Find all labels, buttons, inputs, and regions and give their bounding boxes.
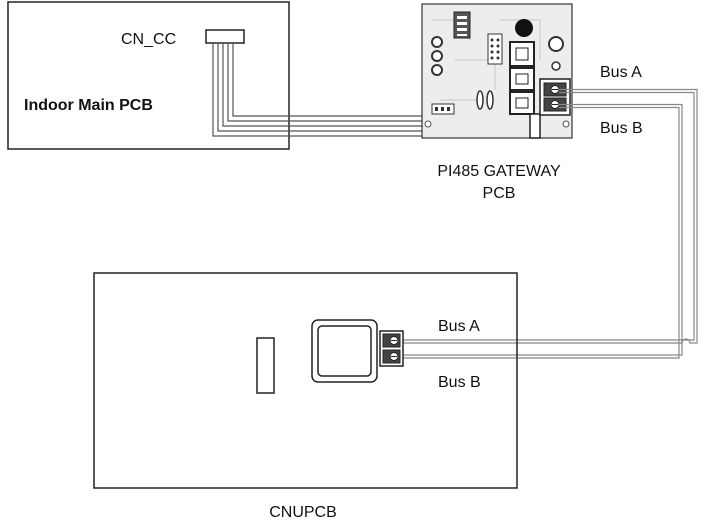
gateway-input-connector — [529, 113, 541, 139]
cn-cc-label: CN_CC — [121, 31, 176, 48]
ic-chip — [509, 41, 535, 67]
capacitor — [551, 61, 561, 71]
cnu-component-bar — [256, 337, 275, 394]
bus-wire-pair — [403, 88, 698, 359]
ic-chip — [509, 67, 535, 91]
led-component — [431, 36, 443, 48]
pi485-gateway-pcb — [421, 3, 573, 139]
cnu-bus-a-label: Bus A — [438, 318, 480, 335]
gateway-pcb-label-line2: PCB — [483, 185, 516, 202]
led-component — [431, 50, 443, 62]
cnu-chip-inner — [317, 325, 372, 377]
ic-chip — [509, 91, 535, 115]
indoor-main-pcb-label: Indoor Main PCB — [24, 97, 153, 114]
capacitor — [548, 36, 564, 52]
cn-cc-connector — [205, 29, 245, 44]
indoor-main-pcb-outline — [7, 1, 290, 150]
cnu-pcb — [93, 272, 518, 489]
gateway-pcb-label: PI485 GATEWAY — [437, 163, 561, 180]
gateway-pcb-board — [421, 3, 573, 139]
gateway-bus-a-label: Bus A — [600, 64, 642, 81]
indoor-main-pcb: Indoor Main PCB CN_CC — [7, 1, 290, 150]
cnu-pcb-outline — [93, 272, 518, 489]
led-component — [431, 64, 443, 76]
cnu-bus-b-label: Bus B — [438, 374, 481, 391]
cnu-pcb-label: CNUPCB — [269, 504, 337, 521]
crystal-component — [515, 19, 533, 37]
pin-header — [487, 33, 503, 65]
gateway-bus-b-label: Bus B — [600, 120, 643, 137]
